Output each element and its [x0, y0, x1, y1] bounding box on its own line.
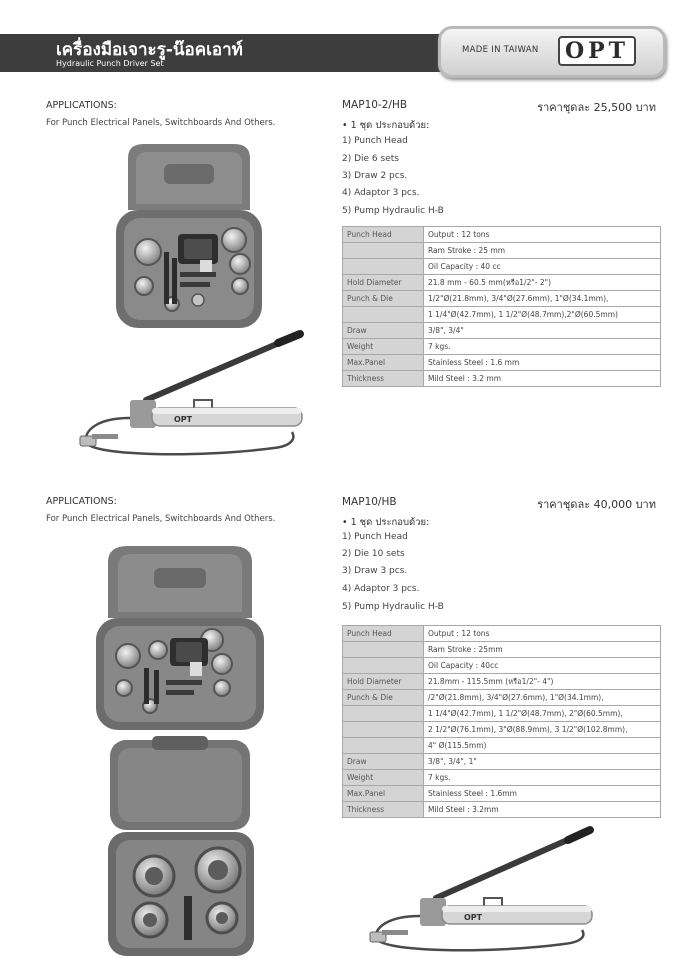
applications-text: For Punch Electrical Panels, Switchboard… [46, 514, 276, 524]
made-in-label: MADE IN TAIWAN [462, 45, 539, 55]
spec-label: Punch & Die [342, 290, 424, 307]
spec-value: 1 1/4"Ø(42.7mm), 1 1/2"Ø(48.7mm), 2"Ø(60… [423, 705, 661, 722]
large-die-case-image [108, 736, 254, 956]
spec-value: Stainless Steel : 1.6mm [423, 785, 661, 802]
spec-label: Thickness [342, 801, 424, 818]
component-item: 2) Die 10 sets [342, 549, 405, 559]
opt-logo-frame [558, 36, 636, 66]
component-item: 5) Pump Hydraulic H-B [342, 602, 444, 612]
spec-value: 7 kgs. [423, 338, 661, 355]
component-item: 3) Draw 2 pcs. [342, 171, 408, 181]
set-contents-heading: • 1 ชุด ประกอบด้วย: [342, 517, 430, 528]
spec-value: 1/2"Ø(21.8mm), 3/4"Ø(27.6mm), 1"Ø(34.1mm… [423, 290, 661, 307]
component-item: 4) Adaptor 3 pcs. [342, 584, 420, 594]
component-item: 3) Draw 3 pcs. [342, 566, 408, 576]
page-title-english: Hydraulic Punch Driver Set [56, 59, 164, 68]
model-number: MAP10/HB [342, 496, 397, 508]
spec-value: Oil Capacity : 40 cc [423, 258, 661, 275]
applications-text: For Punch Electrical Panels, Switchboard… [46, 118, 276, 128]
spec-value: /2"Ø(21.8mm), 3/4"Ø(27.6mm), 1"Ø(34.1mm)… [423, 689, 661, 706]
spec-label: Max.Panel [342, 785, 424, 802]
spec-value: 3/8", 3/4" [423, 322, 661, 339]
spec-value: Mild Steel : 3.2mm [423, 801, 661, 818]
hydraulic-pump-image: OPT [369, 826, 594, 952]
spec-value: 21.8mm - 115.5mm (หรือ1/2"- 4") [423, 673, 661, 690]
spec-value: 7 kgs. [423, 769, 661, 786]
applications-label: APPLICATIONS: [46, 496, 117, 507]
spec-label: Hold Diameter [342, 274, 424, 291]
hydraulic-pump-image: OPT [79, 330, 304, 456]
spec-value: 21.8 mm - 60.5 mm(หรือ1/2"- 2") [423, 274, 661, 291]
spec-label: Hold Diameter [342, 673, 424, 690]
header-banner [0, 34, 470, 72]
applications-label: APPLICATIONS: [46, 100, 117, 111]
opt-logo: OPT [564, 38, 630, 64]
brand-badge [438, 26, 666, 78]
spec-label: Punch & Die [342, 689, 424, 706]
spec-label: Draw [342, 322, 424, 339]
component-item: 1) Punch Head [342, 532, 408, 542]
component-item: 5) Pump Hydraulic H-B [342, 206, 444, 216]
pump-brand-label: OPT [174, 415, 193, 424]
punch-set-case-image [96, 546, 264, 730]
set-price: ราคาชุดละ 25,500 บาท [537, 101, 656, 114]
page-title-thai: เครื่องมือเจาะรู-น๊อคเอาท์ [56, 40, 243, 60]
spec-value: 2 1/2"Ø(76.1mm), 3"Ø(88.9mm), 3 1/2"Ø(10… [423, 721, 661, 738]
set-contents-heading: • 1 ชุด ประกอบด้วย: [342, 120, 430, 131]
spec-value: Mild Steel : 3.2 mm [423, 370, 661, 387]
spec-label: Draw [342, 753, 424, 770]
spec-label: Weight [342, 338, 424, 355]
spec-label: Thickness [342, 370, 424, 387]
component-item: 4) Adaptor 3 pcs. [342, 188, 420, 198]
component-item: 2) Die 6 sets [342, 154, 399, 164]
spec-label: Punch Head [342, 226, 424, 243]
set-price: ราคาชุดละ 40,000 บาท [537, 498, 656, 511]
spec-value: 1 1/4"Ø(42.7mm), 1 1/2"Ø(48.7mm),2"Ø(60.… [423, 306, 661, 323]
punch-set-case-image [116, 144, 262, 328]
spec-value: 3/8", 3/4", 1" [423, 753, 661, 770]
spec-value: Stainless Steel : 1.6 mm [423, 354, 661, 371]
spec-label: Weight [342, 769, 424, 786]
pump-brand-label: OPT [464, 913, 483, 922]
model-number: MAP10-2/HB [342, 99, 408, 111]
component-item: 1) Punch Head [342, 136, 408, 146]
spec-label: Max.Panel [342, 354, 424, 371]
spec-value: Oil Capacity : 40cc [423, 657, 661, 674]
spec-value: Ram Stroke : 25 mm [423, 242, 661, 259]
spec-label: Punch Head [342, 625, 424, 642]
spec-value: Output : 12 tons [423, 625, 661, 642]
spec-value: Ram Stroke : 25mm [423, 641, 661, 658]
spec-value: 4" Ø(115.5mm) [423, 737, 661, 754]
spec-value: Output : 12 tons [423, 226, 661, 243]
